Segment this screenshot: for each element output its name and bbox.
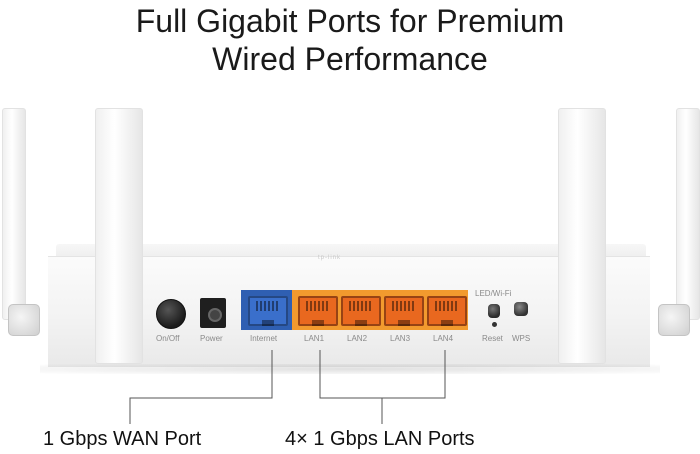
- brand-logo: tp-link: [318, 255, 342, 261]
- label-lan4: LAN4: [433, 334, 454, 343]
- dc-power-jack: [200, 298, 226, 328]
- antenna-hinge-right: [658, 304, 690, 336]
- headline-line-1: Full Gigabit Ports for Premium: [135, 3, 565, 39]
- label-on-off: On/Off: [156, 334, 180, 343]
- lan-port-4: [427, 296, 467, 326]
- router-top-edge: [56, 244, 646, 258]
- antenna-left-outer: [2, 108, 26, 320]
- wan-leader-line: [129, 350, 273, 424]
- label-lan1: LAN1: [304, 334, 325, 343]
- router-shadow: [40, 364, 660, 374]
- lan-port-3: [384, 296, 424, 326]
- antenna-left-inner: [95, 108, 143, 364]
- label-reset: Reset: [482, 334, 503, 343]
- wps-button: [514, 302, 528, 316]
- headline-line-2: Wired Performance: [212, 41, 488, 77]
- led-wifi-button: [488, 304, 500, 318]
- label-power: Power: [200, 334, 223, 343]
- headline: Full Gigabit Ports for Premium Wired Per…: [0, 2, 700, 78]
- lan-port-2: [341, 296, 381, 326]
- label-led-wifi: LED/Wi-Fi: [475, 289, 512, 298]
- lan-ports-caption: 4× 1 Gbps LAN Ports: [285, 428, 475, 450]
- antenna-hinge-left: [8, 304, 40, 336]
- wan-port: [248, 296, 288, 326]
- antenna-right-inner: [558, 108, 606, 364]
- label-internet: Internet: [250, 334, 278, 343]
- reset-pinhole: [492, 322, 497, 327]
- wan-port-caption: 1 Gbps WAN Port: [43, 428, 202, 450]
- label-lan3: LAN3: [390, 334, 411, 343]
- label-lan2: LAN2: [347, 334, 368, 343]
- label-wps: WPS: [512, 334, 531, 343]
- lan-leader-line: [319, 350, 446, 399]
- lan-port-1: [298, 296, 338, 326]
- power-switch: [156, 299, 186, 329]
